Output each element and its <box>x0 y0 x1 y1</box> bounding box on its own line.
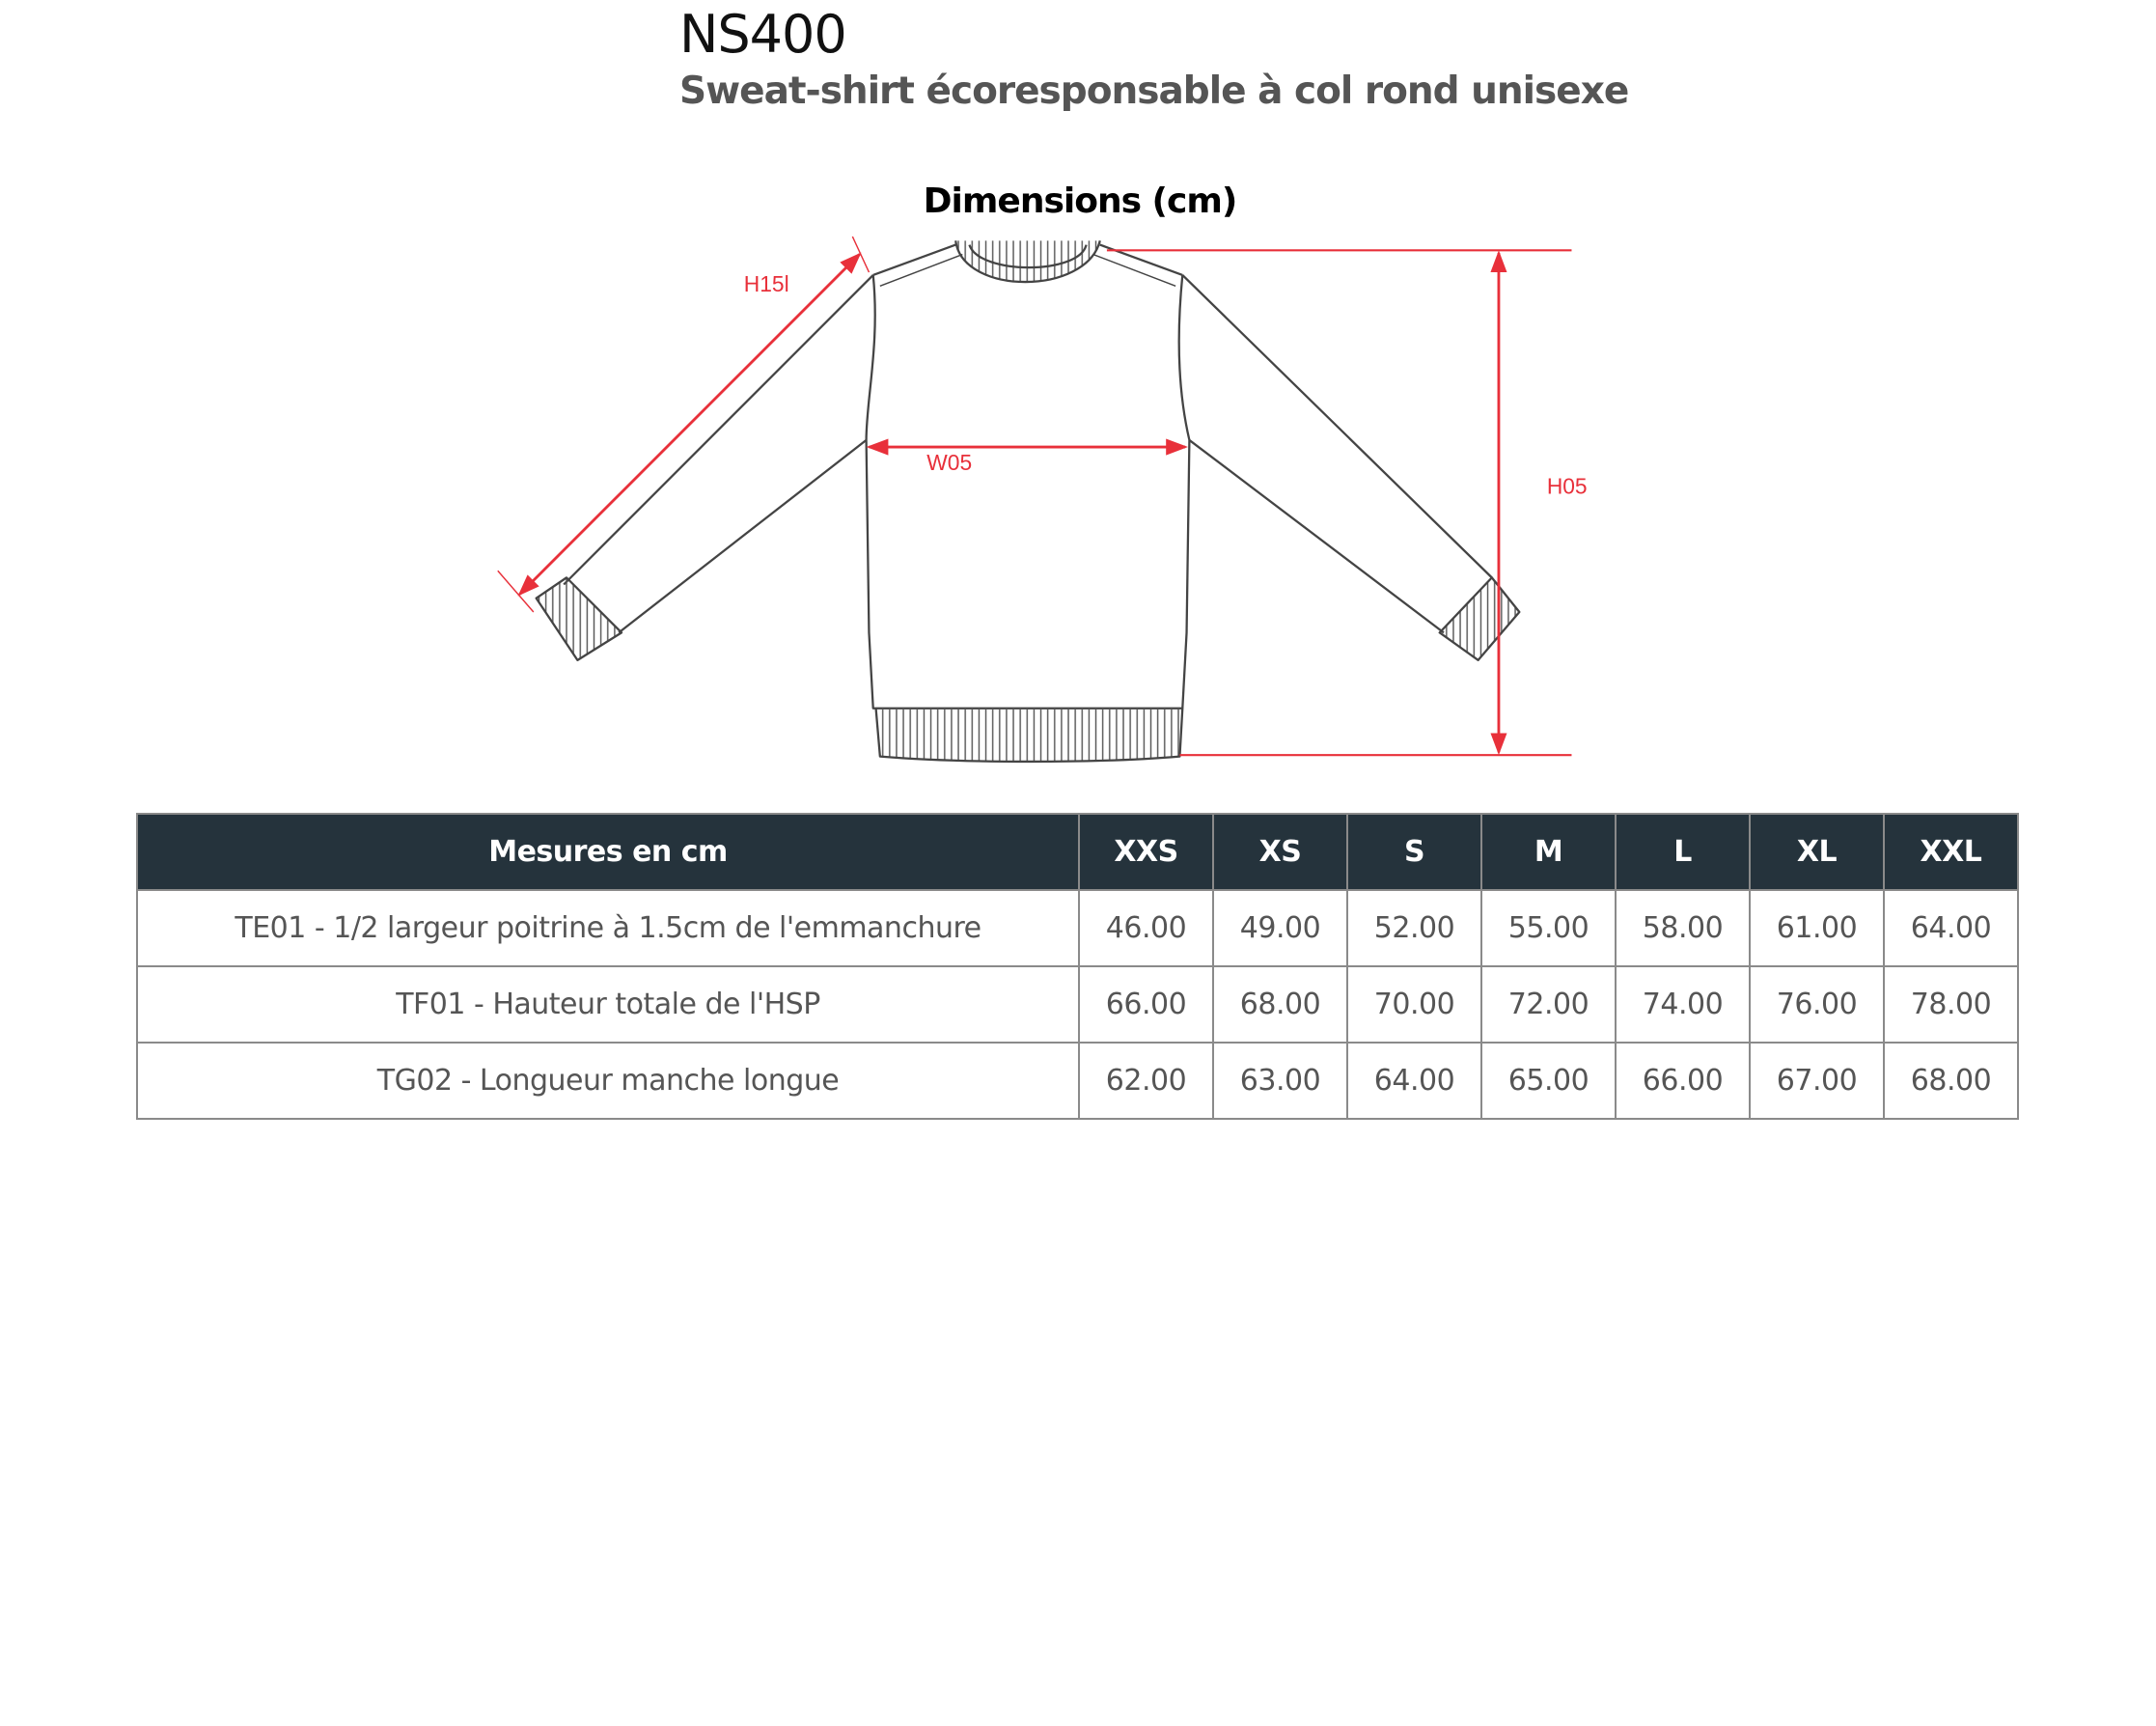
measure-value: 46.00 <box>1078 889 1214 967</box>
measure-value: 66.00 <box>1078 965 1214 1044</box>
measure-value: 49.00 <box>1212 889 1348 967</box>
measure-value: 62.00 <box>1078 1042 1214 1120</box>
column-header-size: XS <box>1212 813 1348 891</box>
column-header-measures: Mesures en cm <box>136 813 1080 891</box>
measure-value: 68.00 <box>1883 1042 2019 1120</box>
measure-value: 78.00 <box>1883 965 2019 1044</box>
column-header-size: M <box>1480 813 1617 891</box>
measure-value: 55.00 <box>1480 889 1617 967</box>
measure-value: 64.00 <box>1883 889 2019 967</box>
column-header-size: XL <box>1749 813 1885 891</box>
measure-value: 72.00 <box>1480 965 1617 1044</box>
product-code: NS400 <box>679 4 847 65</box>
measure-value: 70.00 <box>1346 965 1482 1044</box>
table-header-row: Mesures en cm XXS XS S M L XL XXL <box>136 813 2019 891</box>
column-header-size: S <box>1346 813 1482 891</box>
measure-value: 64.00 <box>1346 1042 1482 1120</box>
measure-label: TF01 - Hauteur totale de l'HSP <box>136 965 1080 1044</box>
measure-label: TE01 - 1/2 largeur poitrine à 1.5cm de l… <box>136 889 1080 967</box>
measure-value: 66.00 <box>1615 1042 1751 1120</box>
measurement-lines <box>497 236 1572 757</box>
size-chart-table: Mesures en cm XXS XS S M L XL XXL TE01 -… <box>136 813 2019 1120</box>
diagram-title: Dimensions (cm) <box>923 181 1238 221</box>
chest-label: W05 <box>926 450 972 475</box>
sleeve-measure-line <box>517 252 862 597</box>
column-header-size: XXL <box>1883 813 2019 891</box>
sweatshirt-outline <box>535 240 1521 764</box>
column-header-size: L <box>1615 813 1751 891</box>
height-label: H05 <box>1547 473 1588 498</box>
measure-value: 74.00 <box>1615 965 1751 1044</box>
table-row: TE01 - 1/2 largeur poitrine à 1.5cm de l… <box>136 889 2019 967</box>
sleeve-label: H15l <box>744 271 789 296</box>
column-header-size: XXS <box>1078 813 1214 891</box>
measure-value: 65.00 <box>1480 1042 1617 1120</box>
measure-value: 58.00 <box>1615 889 1751 967</box>
measure-value: 67.00 <box>1749 1042 1885 1120</box>
measure-value: 76.00 <box>1749 965 1885 1044</box>
measure-label: TG02 - Longueur manche longue <box>136 1042 1080 1120</box>
measure-value: 68.00 <box>1212 965 1348 1044</box>
product-name: Sweat-shirt écoresponsable à col rond un… <box>679 70 1629 113</box>
measure-value: 52.00 <box>1346 889 1482 967</box>
measure-value: 63.00 <box>1212 1042 1348 1120</box>
measure-value: 61.00 <box>1749 889 1885 967</box>
